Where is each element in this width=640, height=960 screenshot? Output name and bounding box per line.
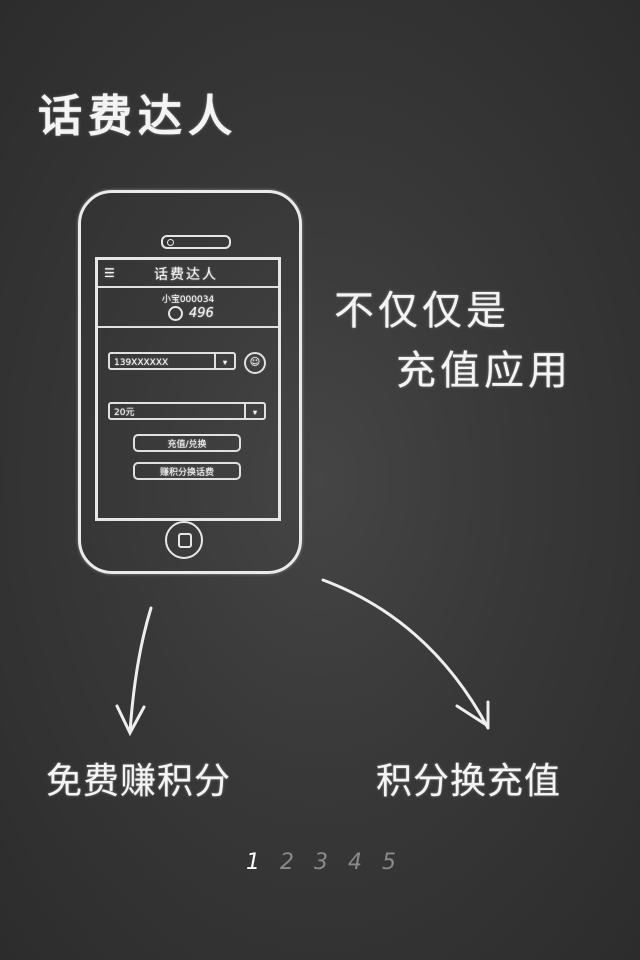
- user-name: 小宝000034: [161, 295, 215, 305]
- arrow-down-right-icon: [321, 578, 490, 730]
- recharge-button: 充值/兑换: [133, 434, 241, 452]
- app-title: 话费达人: [38, 91, 238, 142]
- points-display: 496: [168, 306, 214, 321]
- caption-earn-points: 免费赚积分: [46, 761, 232, 802]
- divider: [98, 326, 278, 328]
- home-button-icon: [165, 521, 203, 559]
- amount-select: 20元 ▾: [108, 402, 266, 420]
- points-value: 496: [189, 306, 214, 321]
- screen-header: ☰ 话费达人: [98, 260, 278, 288]
- chevron-down-icon: ▾: [244, 404, 264, 418]
- page-dot-2[interactable]: 2: [280, 850, 294, 875]
- menu-icon: ☰: [104, 266, 115, 280]
- slogan-line-2: 充值应用: [396, 348, 572, 394]
- caption-redeem-points: 积分换充值: [376, 761, 562, 802]
- screen-title: 话费达人: [154, 267, 218, 283]
- phone-screen: ☰ 话费达人 小宝000034 496 139XXXXXX ▾ ☺ 20元 ▾ …: [95, 257, 281, 521]
- chevron-down-icon: ▾: [214, 354, 234, 368]
- slogan-line-1: 不仅仅是: [334, 288, 510, 334]
- earn-points-button: 赚积分换话费: [133, 462, 241, 480]
- phone-number-value: 139XXXXXX: [114, 358, 169, 368]
- page-dot-3[interactable]: 3: [314, 850, 328, 875]
- page-dot-5[interactable]: 5: [382, 850, 396, 875]
- contact-icon: ☺: [244, 352, 266, 374]
- camera-icon: [167, 239, 174, 246]
- points-icon: [168, 306, 183, 321]
- page-dot-4[interactable]: 4: [348, 850, 362, 875]
- page-dot-1[interactable]: 1: [246, 850, 260, 875]
- phone-number-input: 139XXXXXX ▾: [108, 352, 236, 370]
- amount-value: 20元: [114, 408, 135, 418]
- phone-sketch: ☰ 话费达人 小宝000034 496 139XXXXXX ▾ ☺ 20元 ▾ …: [78, 190, 302, 574]
- arrow-down-left-icon: [128, 606, 153, 734]
- speaker-icon: [161, 235, 231, 249]
